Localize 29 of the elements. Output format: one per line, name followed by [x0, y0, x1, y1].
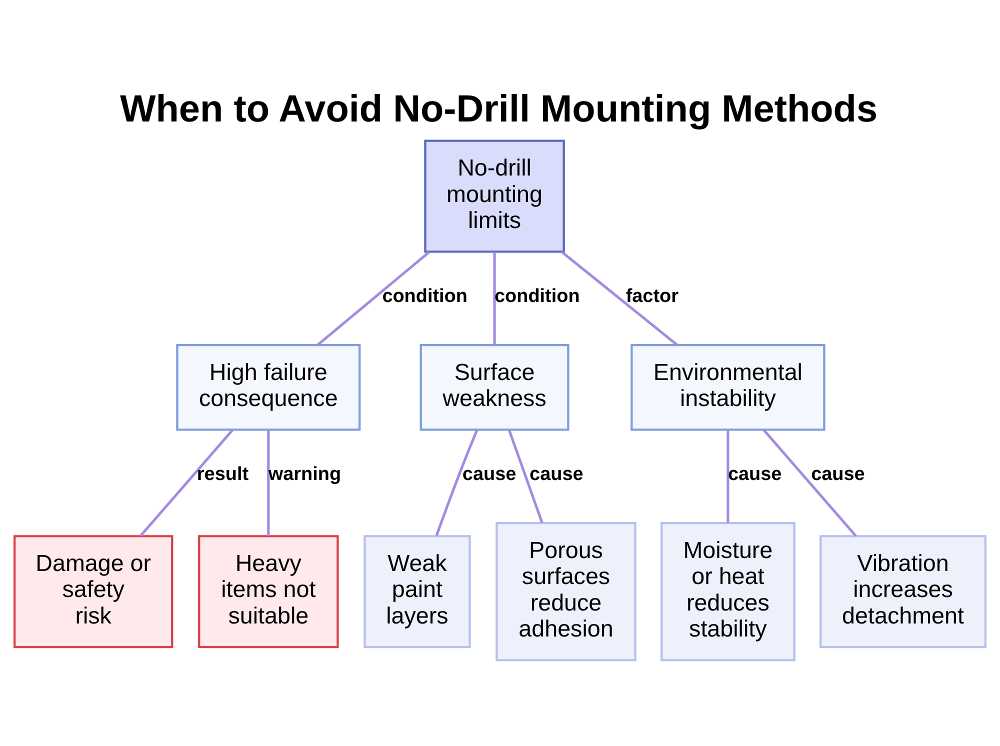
node-box: High failure consequence — [176, 343, 361, 430]
node-box: Heavy items not suitable — [198, 534, 339, 648]
node-box: Moisture or heat reduces stability — [660, 521, 796, 661]
node-box: Surface weakness — [420, 343, 570, 430]
node-box: Damage or safety risk — [13, 534, 174, 648]
diagram-title: When to Avoid No-Drill Mounting Methods — [120, 88, 878, 130]
connector — [508, 429, 544, 523]
edge-label: factor — [626, 285, 678, 306]
connector — [267, 430, 270, 536]
edge-label: cause — [530, 463, 584, 484]
edge-label: cause — [462, 463, 516, 484]
connector — [561, 250, 678, 346]
connector — [762, 428, 857, 536]
edge-label: cause — [728, 463, 782, 484]
edge-label: condition — [382, 285, 468, 306]
edge-label: condition — [494, 285, 580, 306]
node-box: No-drill mounting limits — [424, 139, 565, 252]
edge-label: result — [196, 463, 249, 484]
connector — [435, 429, 478, 536]
edge-label: cause — [811, 463, 865, 484]
node-box: Vibration increases detachment — [820, 534, 987, 648]
node-box: Porous surfaces reduce adhesion — [496, 521, 636, 661]
edge-label: warning — [268, 463, 342, 484]
connector — [726, 430, 730, 522]
connector — [139, 428, 234, 536]
connector — [493, 252, 496, 344]
node-box: Environmental instability — [630, 343, 826, 430]
connector — [317, 250, 430, 346]
node-box: Weak paint layers — [364, 534, 471, 648]
